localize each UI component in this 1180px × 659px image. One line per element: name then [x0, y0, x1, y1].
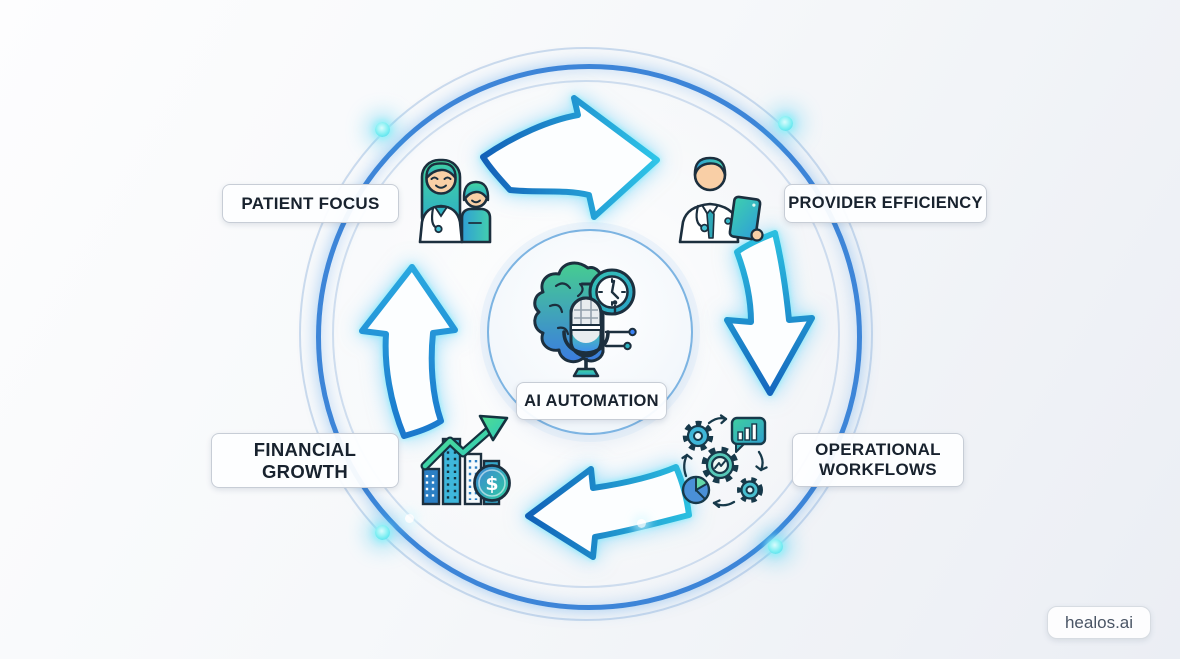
dollar-sign: $ — [485, 473, 498, 495]
cycle-ring — [316, 64, 862, 610]
chart-bubble-icon — [730, 416, 767, 453]
label-text: PROVIDER EFFICIENCY — [788, 194, 983, 213]
brand-text: healos.ai — [1064, 612, 1134, 632]
growth-chart-dollar-icon: $ — [420, 414, 511, 506]
label-text: AI AUTOMATION — [524, 391, 659, 410]
cycle-ring-inner — [332, 80, 840, 588]
tablet — [728, 195, 762, 241]
doctor-patient-icon — [418, 158, 492, 244]
microphone-icon — [562, 296, 610, 378]
sparkle-dot — [405, 514, 414, 523]
ring-glow-dot-top-right — [778, 116, 793, 131]
label-text: FINANCIAL GROWTH — [253, 439, 357, 482]
cycle-ring-outer — [299, 47, 873, 621]
operational-workflows-label: OPERATIONAL WORKFLOWS — [792, 433, 964, 487]
ring-glow-dot-bottom-left — [375, 525, 390, 540]
patient-focus-label: PATIENT FOCUS — [222, 184, 399, 223]
patient-figure — [460, 180, 492, 244]
provider-efficiency-label: PROVIDER EFFICIENCY — [784, 184, 987, 223]
gears-workflow-icon — [681, 414, 768, 508]
ai-automation-label: AI AUTOMATION — [516, 382, 667, 420]
cycle-arrow-right-icon — [480, 95, 660, 220]
hand — [750, 228, 764, 242]
trend-arrow — [420, 414, 509, 471]
doctor-figure — [418, 158, 464, 244]
brand-badge: healos.ai — [1047, 606, 1151, 639]
dollar-coin-icon: $ — [473, 464, 511, 502]
gear-magnifier-icon — [701, 446, 739, 484]
ring-glow-dot-top-left — [375, 122, 390, 137]
workflow-arrows — [681, 414, 768, 508]
label-text: PATIENT FOCUS — [241, 193, 380, 213]
label-text: OPERATIONAL WORKFLOWS — [815, 440, 941, 479]
cycle-arrow-left-icon — [525, 464, 692, 560]
gear-icon — [737, 477, 763, 503]
financial-growth-label: FINANCIAL GROWTH — [211, 433, 399, 488]
gear-icon — [682, 420, 714, 452]
sparkle-dot — [637, 519, 646, 528]
clock-icon — [588, 268, 636, 316]
cycle-arrow-down-icon — [724, 230, 815, 396]
brain-mic-clock-icon — [533, 261, 637, 378]
ring-glow-dot-bottom-right — [768, 539, 783, 554]
doctor-tablet-icon — [678, 156, 764, 244]
pie-chart-icon — [681, 475, 711, 505]
cycle-arrow-up-icon — [359, 264, 458, 439]
